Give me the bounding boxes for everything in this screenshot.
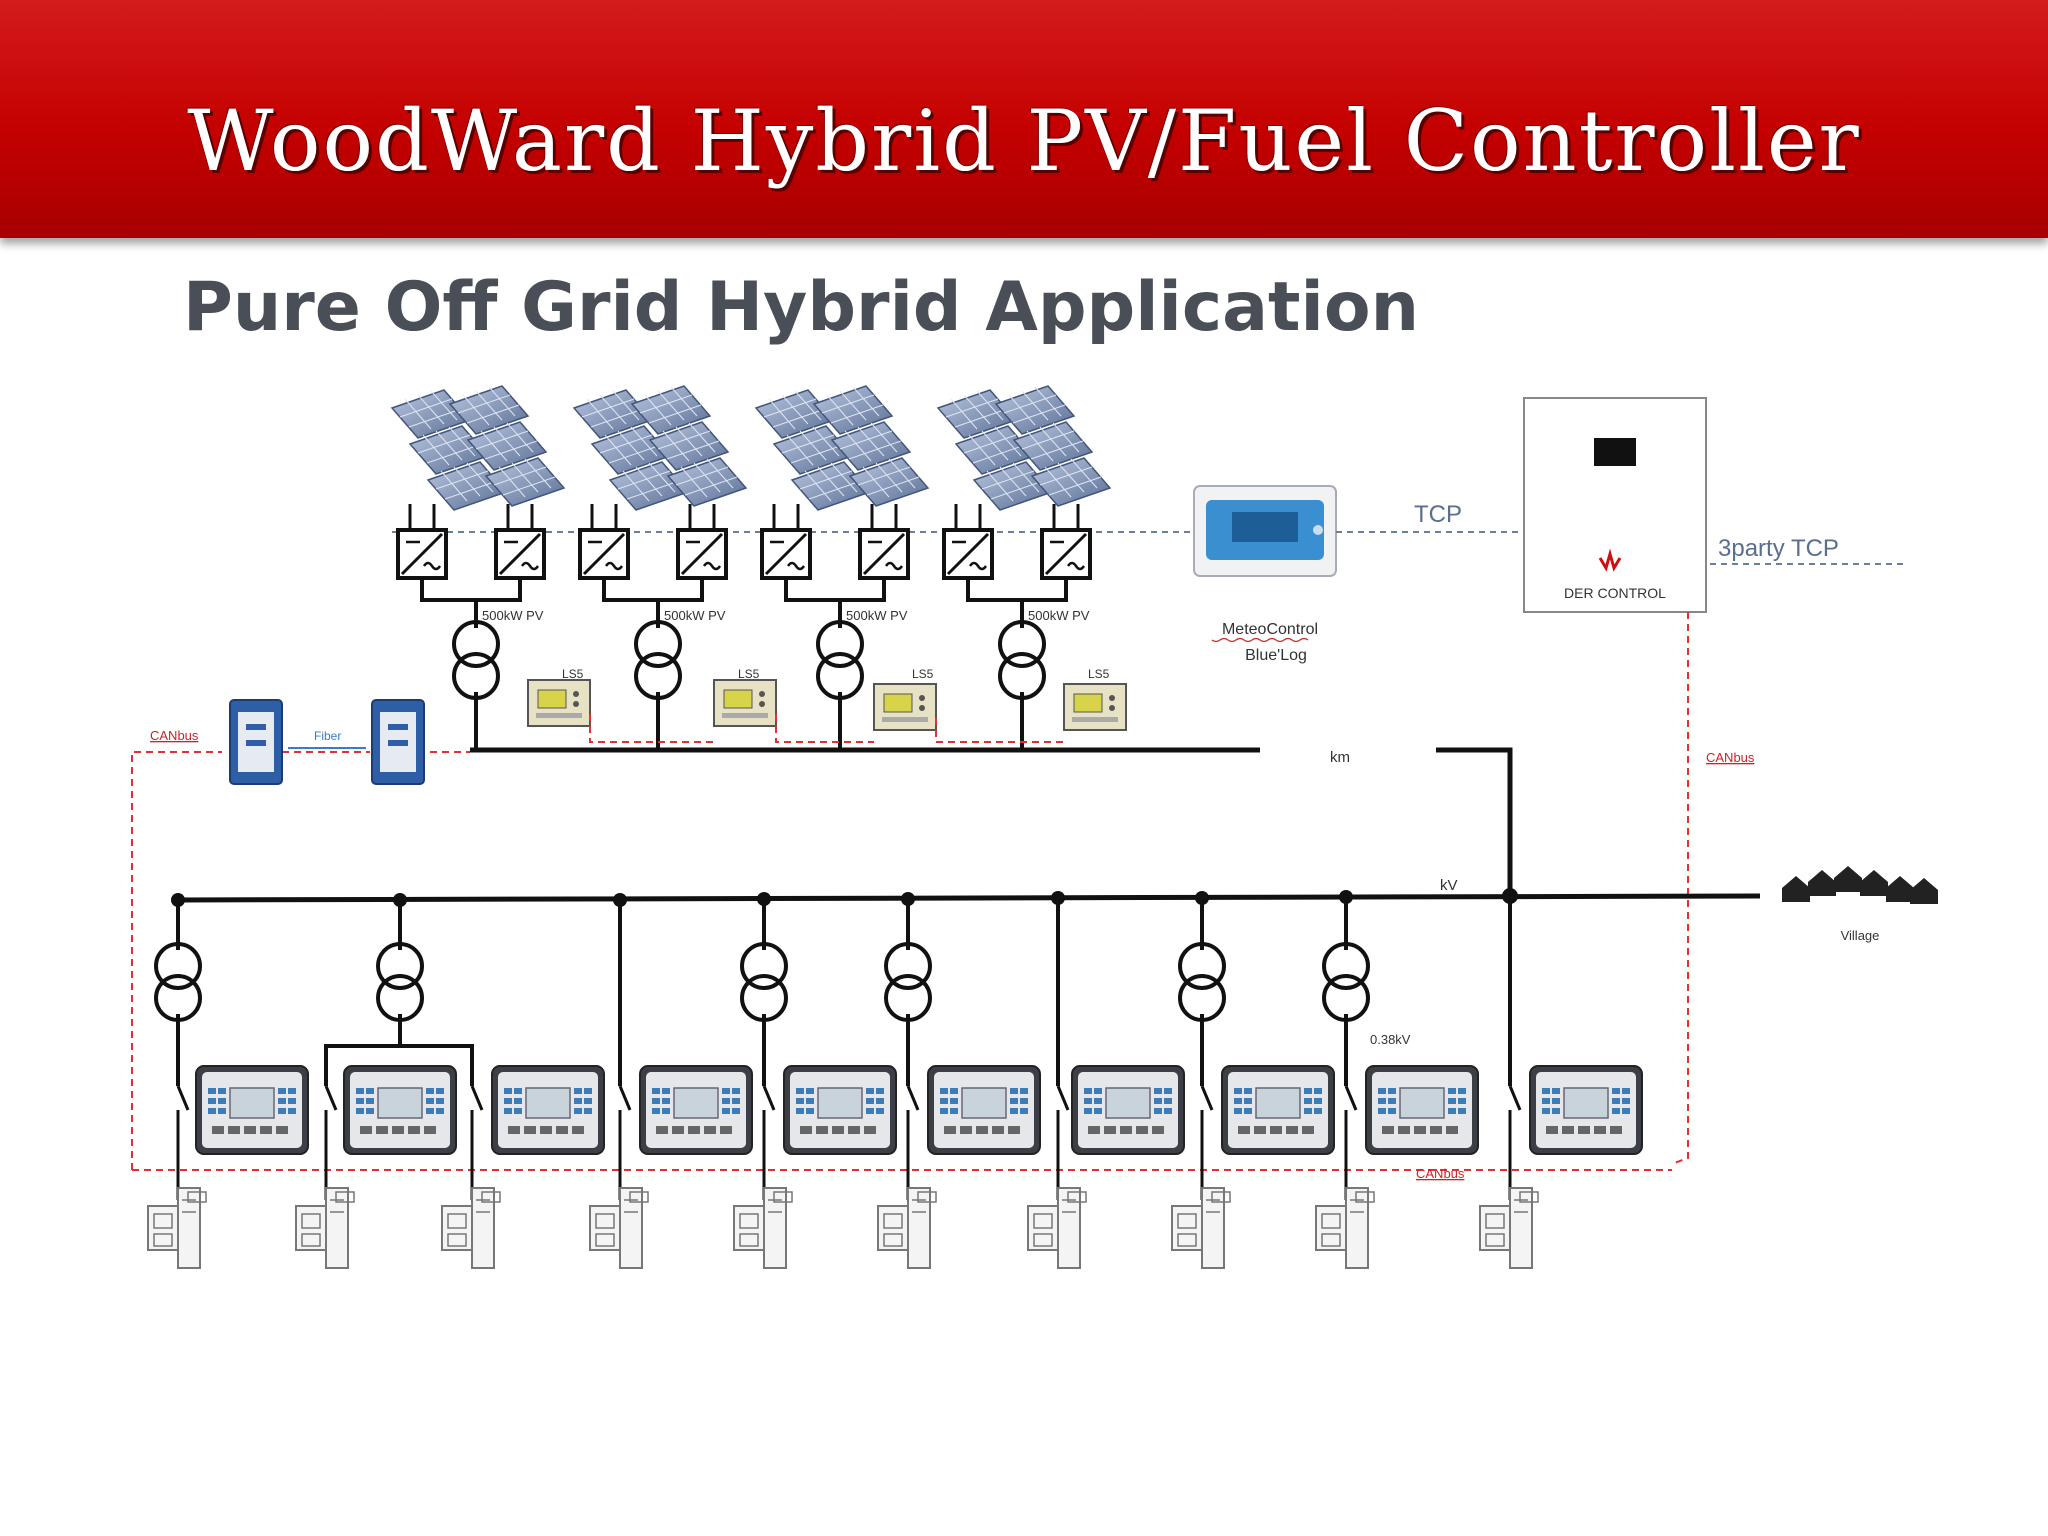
genset-7-icon <box>1027 1187 1087 1269</box>
genset-controller-3 <box>491 1065 605 1155</box>
pv-transformer-2-icon <box>634 620 682 700</box>
pv-transformer-3-icon <box>816 620 864 700</box>
meteo-label-line1: MeteoControl <box>1222 621 1318 638</box>
inverter-4-icon <box>676 502 728 580</box>
genset-1-icon <box>147 1187 207 1269</box>
diagram-subtitle: Pure Off Grid Hybrid Application <box>183 268 1419 347</box>
third-party-tcp-label: 3party TCP <box>1718 535 1839 562</box>
meteo-underline <box>1211 637 1309 643</box>
genset-controller-7 <box>1071 1065 1185 1155</box>
canbus-label-right: CANbus <box>1706 750 1755 765</box>
lss-device-4 <box>1063 683 1127 731</box>
gen-transformer-5-icon <box>1178 942 1226 1022</box>
lss-device-2 <box>713 679 777 727</box>
village-icon <box>1782 866 1938 904</box>
genset-10-icon <box>1479 1187 1539 1269</box>
inverter-5-icon <box>760 502 812 580</box>
genset-controller-6 <box>927 1065 1041 1155</box>
genset-controller-8 <box>1221 1065 1335 1155</box>
pv-label-4: 500kW PV <box>1028 608 1090 623</box>
inverter-1-icon <box>396 502 448 580</box>
pv-label-1: 500kW PV <box>482 608 544 623</box>
genset-9-icon <box>1315 1187 1375 1269</box>
genset-controller-2 <box>343 1065 457 1155</box>
inverter-6-icon <box>858 502 910 580</box>
inverter-7-icon <box>942 502 994 580</box>
village-label: Village <box>1841 928 1880 943</box>
inverter-2-icon <box>494 502 546 580</box>
mv-bus-tie-line <box>1436 747 1513 896</box>
lss-label-2: LS5 <box>738 667 760 681</box>
genset-5-icon <box>733 1187 793 1269</box>
lss-label-3: LS5 <box>912 667 934 681</box>
lss-label-4: LS5 <box>1088 667 1110 681</box>
generator-breakers <box>176 1085 1522 1200</box>
tcp-label: TCP <box>1414 501 1462 528</box>
lss-device-3 <box>873 683 937 731</box>
meteo-label-line2: Blue'Log <box>1245 647 1307 664</box>
fiber-converter-right <box>371 699 425 785</box>
genset-4-icon <box>589 1187 649 1269</box>
slide-title: WoodWard Hybrid PV/Fuel Controller <box>187 92 1861 190</box>
canbus-loop <box>131 612 1689 1171</box>
meteo-control-device <box>1193 485 1337 577</box>
inverter-3-icon <box>578 502 630 580</box>
lss-device-1 <box>527 679 591 727</box>
genset-controller-10 <box>1529 1065 1643 1155</box>
der-control-label: DER CONTROL <box>1564 585 1666 601</box>
gen-transformer-1-icon <box>154 942 202 1022</box>
canbus-label-bottom: CANbus <box>1416 1166 1465 1181</box>
bus-label-km: km <box>1330 749 1350 766</box>
pv-transformer-4-icon <box>998 620 1046 700</box>
title-banner: WoodWard Hybrid PV/Fuel Controller <box>0 0 2048 238</box>
solar-array-1-icon <box>392 386 564 510</box>
genset-2-icon <box>295 1187 355 1269</box>
solar-array-2-icon <box>574 386 746 510</box>
genset-controller-4 <box>639 1065 753 1155</box>
pv-transformer-1-icon <box>452 620 500 700</box>
der-control-unit <box>1523 397 1707 613</box>
genset-controller-9 <box>1365 1065 1479 1155</box>
gen-transformer-6-icon <box>1322 942 1370 1022</box>
canbus-label-left: CANbus <box>150 728 199 743</box>
genset-controller-5 <box>783 1065 897 1155</box>
solar-array-4-icon <box>938 386 1110 510</box>
genset-8-icon <box>1171 1187 1231 1269</box>
fiber-label: Fiber <box>314 729 341 743</box>
gen-transformer-3-icon <box>740 942 788 1022</box>
inverter-8-icon <box>1040 502 1092 580</box>
pv-label-2: 500kW PV <box>664 608 726 623</box>
fiber-converter-left <box>229 699 283 785</box>
gen-transformer-2-icon <box>376 942 424 1022</box>
kv-main-bus <box>177 893 1761 903</box>
genset-controller-1 <box>195 1065 309 1155</box>
bus-label-kv: kV <box>1440 877 1458 894</box>
generator-feeders <box>176 896 1512 1086</box>
lss-label-1: LS5 <box>562 667 584 681</box>
pv-label-3: 500kW PV <box>846 608 908 623</box>
genset-3-icon <box>441 1187 501 1269</box>
solar-array-3-icon <box>756 386 928 510</box>
genset-6-icon <box>877 1187 937 1269</box>
gen-transformer-4-icon <box>884 942 932 1022</box>
lv-voltage-label: 0.38kV <box>1370 1032 1411 1047</box>
